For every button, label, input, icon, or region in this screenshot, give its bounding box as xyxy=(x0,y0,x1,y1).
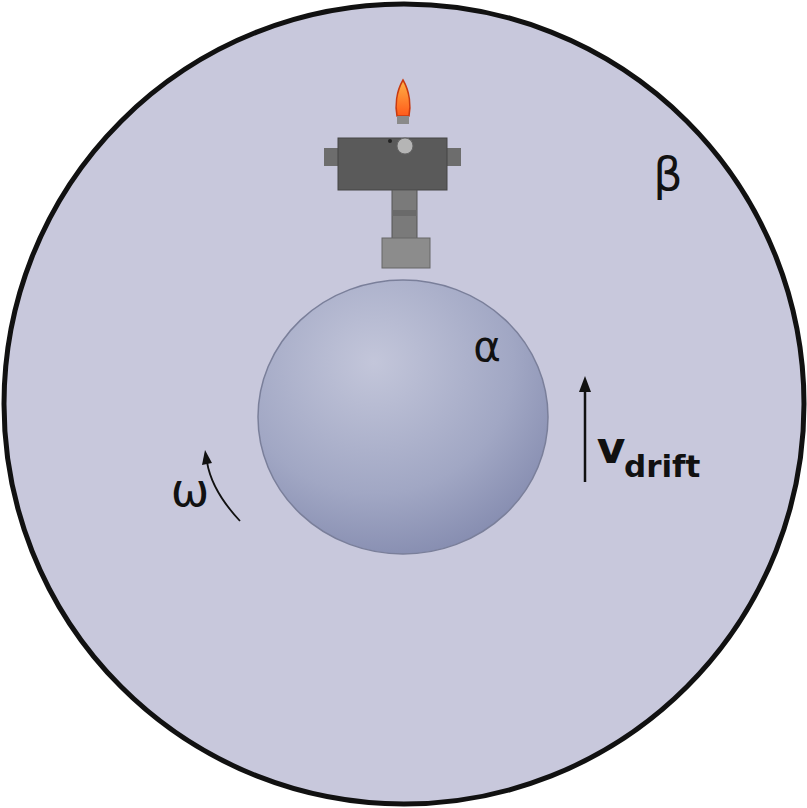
sphere-outline xyxy=(254,277,552,557)
velocity-label: v xyxy=(597,426,626,470)
sphere-label: α xyxy=(473,326,501,368)
angular-velocity-label: ω xyxy=(171,467,210,513)
sphere: α xyxy=(254,277,552,557)
velocity-subscript: drift xyxy=(624,451,700,482)
burner-device xyxy=(324,80,461,268)
rotation-arrow xyxy=(207,462,240,521)
region-label: β xyxy=(653,151,682,197)
drift-arrow xyxy=(584,390,587,482)
